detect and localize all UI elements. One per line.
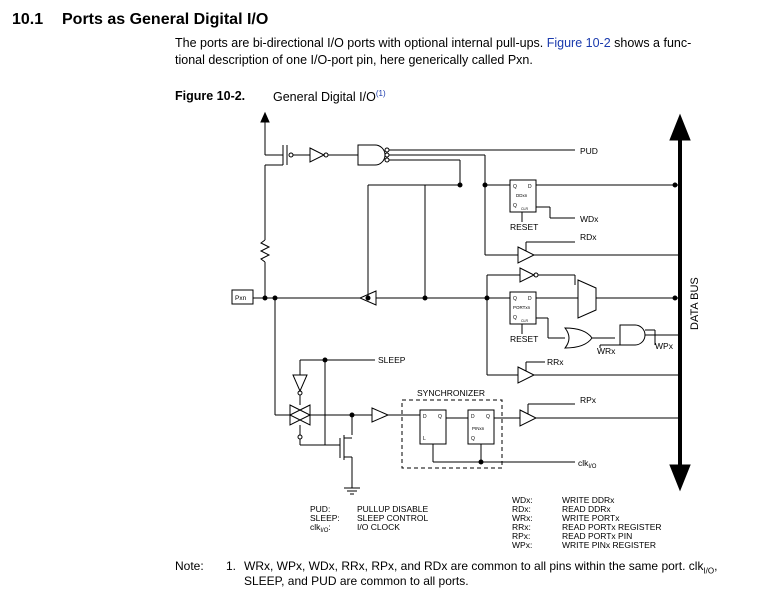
- legend-right-value: READ PORTx PIN: [562, 531, 632, 541]
- legend-right-value: READ DDRx: [562, 504, 611, 514]
- data-bus-label: DATA BUS: [689, 277, 701, 330]
- transmission-gate-a: [289, 404, 312, 426]
- ddxn-name: DDxn: [516, 193, 528, 198]
- pinxn-q: Q: [486, 414, 490, 420]
- section-title: Ports as General Digital I/O: [62, 11, 269, 28]
- legend-right-value: WRITE PINx REGISTER: [562, 540, 656, 550]
- legend-left-key: SLEEP:: [310, 513, 340, 523]
- note-label: Note:: [175, 559, 204, 573]
- intro-line-1: The ports are bi-directional I/O ports w…: [175, 36, 691, 50]
- legend-right-key: RDx:: [512, 504, 531, 514]
- portxn-q: Q: [513, 296, 517, 302]
- data-bus-arrow-bottom: [669, 464, 691, 492]
- figure-title-text: General Digital I/O: [273, 90, 376, 105]
- ddxn-clr: CLR: [521, 207, 528, 211]
- pullup-resistor: [259, 239, 271, 263]
- pud-and-gate: [357, 144, 386, 166]
- intro-line-2: tional description of one I/O-port pin, …: [175, 53, 533, 67]
- portxn-qbar: Q: [513, 315, 517, 321]
- portxn-flipflop: [509, 291, 537, 325]
- ddxn-flipflop: [509, 179, 537, 213]
- legend-left-key: PUD:: [310, 504, 330, 514]
- synchronizer-box: [401, 399, 503, 469]
- legend-right-key: RPx:: [512, 531, 530, 541]
- legend-right-key: RRx:: [512, 522, 531, 532]
- note-number: 1.: [226, 559, 237, 573]
- legend-left-key: clkI/O:: [310, 522, 331, 534]
- pullup-inverter: [309, 147, 326, 163]
- legend-right-value: WRITE DDRx: [562, 495, 615, 505]
- reset-label-1: RESET: [510, 222, 538, 232]
- legend-right-key: WPx:: [512, 540, 532, 550]
- ddxn-qbar: Q: [513, 203, 517, 209]
- legend-left-value: SLEEP CONTROL: [357, 513, 428, 523]
- intro-tail: shows a func-: [614, 36, 692, 50]
- wrx-label: WRx: [597, 346, 616, 356]
- legend-right-value: WRITE PORTx: [562, 513, 620, 523]
- wdx-label: WDx: [580, 214, 599, 224]
- vcc-arrow: [260, 111, 270, 123]
- legend-left-value: I/O CLOCK: [357, 522, 400, 532]
- sleep-inverter: [292, 374, 308, 393]
- pinxn-name: PINxn: [472, 426, 485, 431]
- pinxn-qbar: Q: [471, 436, 475, 442]
- latch-d: D: [423, 414, 427, 420]
- ddxn-d: D: [528, 184, 532, 190]
- schmitt-trigger: [371, 407, 390, 423]
- legend-left-value: PULLUP DISABLE: [357, 504, 429, 514]
- sleep-label: SLEEP: [378, 355, 406, 365]
- rpx-label: RPx: [580, 395, 597, 405]
- rrx-label: RRx: [547, 357, 564, 367]
- data-bus-arrow-top: [669, 113, 691, 141]
- pxn-label: Pxn: [235, 295, 247, 302]
- port-mux: [577, 279, 597, 319]
- legend-right-key: WRx:: [512, 513, 533, 523]
- latch-q: Q: [438, 414, 442, 420]
- ddxn-q: Q: [513, 184, 517, 190]
- rdx-label: RDx: [580, 232, 597, 242]
- portxn-name: PORTxn: [513, 305, 531, 310]
- toggle-inverter: [519, 267, 536, 283]
- wpx-label: WPx: [655, 341, 674, 351]
- clk-label: clkI/O: [578, 458, 597, 470]
- note-line-1: WRx, WPx, WDx, RRx, RPx, and RDx are com…: [244, 559, 718, 576]
- transmission-gate-b: [288, 404, 311, 426]
- portxn-clr: CLR: [521, 319, 528, 323]
- figure-link[interactable]: Figure 10-2: [546, 36, 611, 50]
- intro-text: The ports are bi-directional I/O ports w…: [175, 36, 544, 50]
- legend-right-value: READ PORTx REGISTER: [562, 522, 662, 532]
- legend-right-key: WDx:: [512, 495, 533, 505]
- reset-label-2: RESET: [510, 334, 538, 344]
- portxn-d: D: [528, 296, 532, 302]
- pud-label: PUD: [580, 146, 598, 156]
- wpx-and-gate: [619, 324, 646, 346]
- note-line-2: SLEEP, and PUD are common to all ports.: [244, 574, 469, 588]
- or-gate: [563, 327, 593, 349]
- latch-l: L: [423, 436, 426, 442]
- pxn-pin-box: [231, 289, 254, 305]
- figure-title: General Digital I/O(1): [273, 89, 386, 104]
- figure-note-ref[interactable]: (1): [375, 89, 386, 98]
- pinxn-d: D: [471, 414, 475, 420]
- figure-label: Figure 10-2.: [175, 89, 246, 103]
- section-number: 10.1: [12, 11, 44, 28]
- synchronizer-label: SYNCHRONIZER: [417, 388, 485, 398]
